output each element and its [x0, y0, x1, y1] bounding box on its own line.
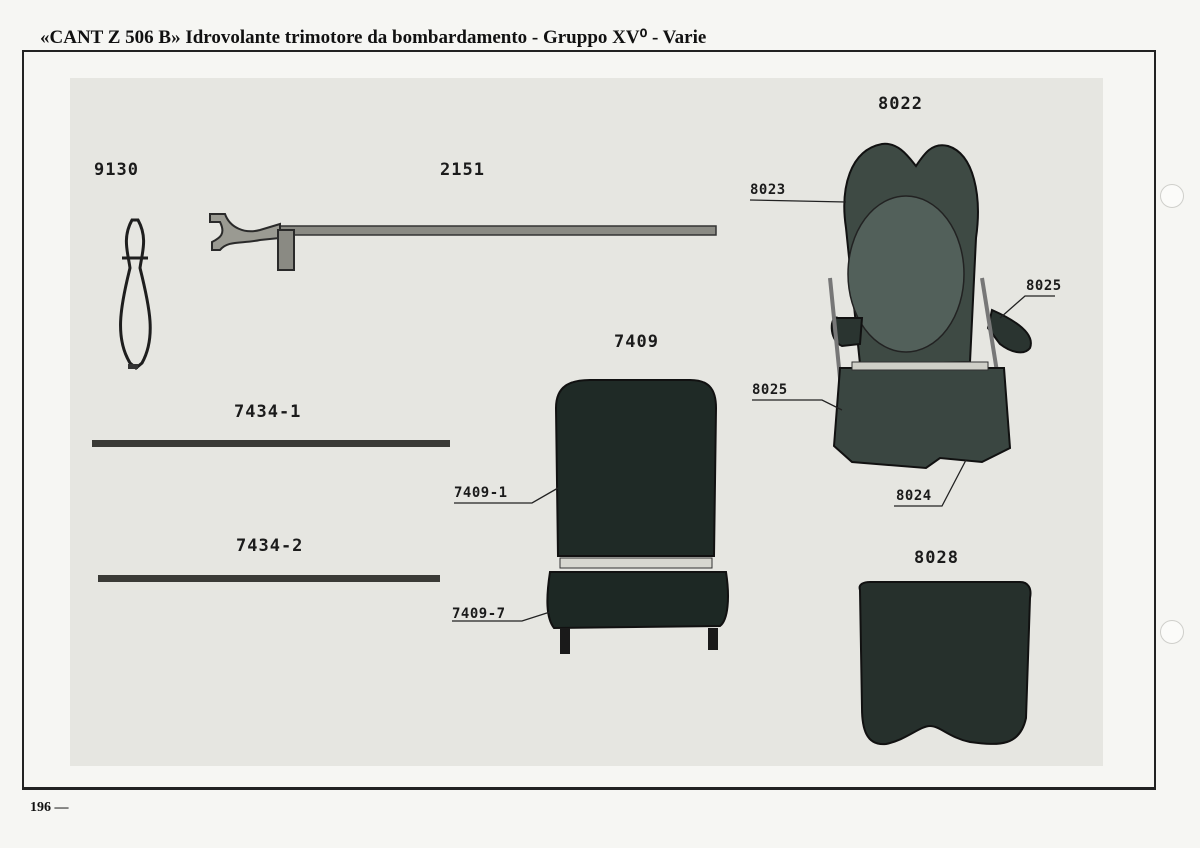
leader-8024: [894, 459, 967, 507]
label-7409-1: 7409-1: [454, 485, 508, 501]
parts-photo-plate: 9130 2151 7434-1 7434-2 7409 7409-1 7409…: [70, 78, 1103, 766]
label-9130: 9130: [94, 160, 139, 180]
leader-7409-7: [452, 611, 551, 622]
part-8022-pilot-seat: [828, 142, 1032, 470]
label-8024: 8024: [896, 488, 932, 504]
label-8025-upper: 8025: [1026, 278, 1062, 294]
label-7409: 7409: [614, 332, 659, 352]
label-7409-7: 7409-7: [452, 606, 506, 622]
label-8023: 8023: [750, 182, 786, 198]
part-7434-2-rod: [98, 575, 440, 582]
part-8028-cushion: [858, 581, 1032, 746]
part-7409-seat: [546, 379, 729, 654]
label-8022: 8022: [878, 94, 923, 114]
label-8028: 8028: [914, 548, 959, 568]
leader-8025-upper: [999, 295, 1055, 319]
parts-illustration: [92, 142, 1055, 746]
page-frame: [22, 50, 1156, 790]
binder-hole: [1160, 620, 1184, 644]
leader-7409-1: [454, 487, 559, 504]
leader-8025-lower: [752, 399, 843, 411]
label-7434-2: 7434-2: [236, 536, 304, 556]
leader-8023: [749, 199, 847, 203]
binder-hole: [1160, 184, 1184, 208]
part-7434-1-rod: [92, 440, 450, 447]
page-header-title: «CANT Z 506 B» Idrovolante trimotore da …: [40, 27, 707, 48]
label-7434-1: 7434-1: [234, 402, 302, 422]
page-number: 196 —: [30, 800, 69, 815]
part-2151-fork-rod: [209, 213, 717, 271]
label-8025-lower: 8025: [752, 382, 788, 398]
part-9130-clip: [119, 218, 152, 370]
label-2151: 2151: [440, 160, 485, 180]
